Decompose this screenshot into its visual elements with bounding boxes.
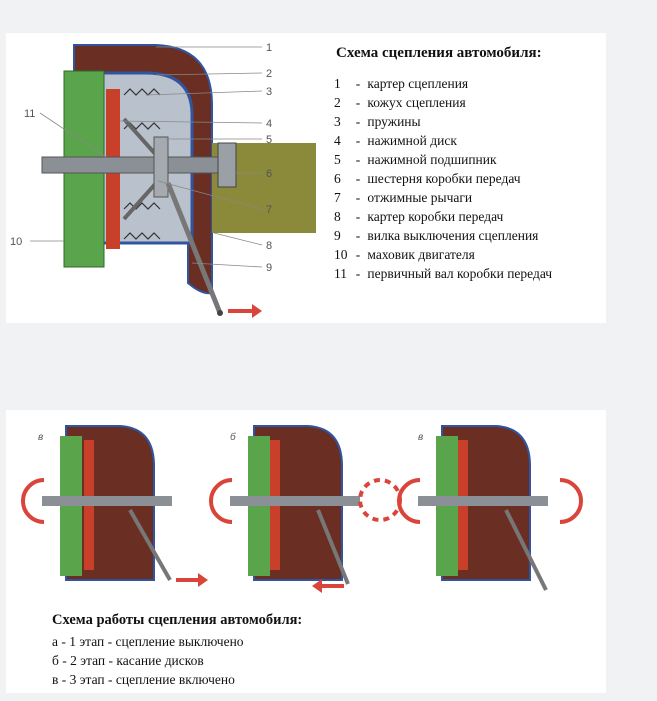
callout-4: 4: [266, 118, 272, 130]
release-fork-end: [217, 310, 223, 316]
stage-a-diagram: в: [21, 425, 208, 587]
legend-text: отжимные рычаги: [367, 190, 473, 205]
legend-dash: -: [355, 171, 361, 186]
stage-letter-a: в: [38, 432, 43, 443]
stage-letter-b: б: [230, 431, 236, 443]
legend-item: 4- нажимной диск: [334, 131, 552, 150]
legend-text: пружины: [367, 114, 421, 129]
legend-num: 11: [334, 266, 347, 281]
legend-item: 3- пружины: [334, 112, 552, 131]
clutch-diagram: 1 2 3 4 5 6 7 8 9 10 11: [10, 42, 316, 318]
legend-num: 2: [334, 95, 341, 110]
direction-arrow: [228, 304, 262, 318]
legend-dash: -: [355, 114, 361, 129]
stage-item: б - 2 этап - касание дисков: [52, 653, 204, 668]
legend-text: нажимной подшипник: [367, 152, 497, 167]
legend-item: 6- шестерня коробки передач: [334, 169, 552, 188]
bottom-title: Схема работы сцепления автомобиля:: [52, 612, 303, 628]
bottom-diagram-panel: в б в: [6, 410, 606, 693]
callout-11: 11: [24, 108, 35, 120]
legend-dash: -: [355, 190, 361, 205]
stage-a-shaft: [42, 496, 172, 506]
callout-1: 1: [266, 42, 272, 54]
legend-dash: -: [355, 152, 361, 167]
legend-dash: -: [355, 247, 361, 262]
legend-num: 6: [334, 171, 341, 186]
release-fork: [165, 182, 223, 314]
stage-b-diagram: б: [209, 425, 402, 593]
callout-3: 3: [266, 86, 272, 98]
stage-c-shaft: [418, 496, 548, 506]
stage-c-fork: [504, 509, 548, 591]
legend-num: 4: [334, 133, 341, 148]
legend-dash: -: [355, 95, 361, 110]
legend-num: 9: [334, 228, 341, 243]
release-bearing: [153, 136, 169, 198]
parts-legend: 1- картер сцепления 2- кожух сцепления 3…: [334, 74, 552, 283]
springs: [123, 88, 161, 240]
callout-5: 5: [266, 134, 272, 146]
legend-item: 1- картер сцепления: [334, 74, 552, 93]
legend-text: кожух сцепления: [367, 95, 466, 110]
legend-dash: -: [355, 209, 361, 224]
stage-a-rotation-arrow: [21, 478, 45, 524]
legend-item: 7- отжимные рычаги: [334, 188, 552, 207]
stage-c-diagram: в: [397, 425, 583, 591]
legend-num: 1: [334, 76, 341, 91]
legend-text: первичный вал коробки передач: [367, 266, 553, 281]
stage-b-rotation-arrow: [209, 478, 233, 524]
gearbox-gear: [217, 142, 237, 188]
callout-8: 8: [266, 240, 272, 252]
stage-b-shaft: [230, 496, 360, 506]
legend-num: 5: [334, 152, 341, 167]
stage-b-fork: [316, 509, 350, 585]
legend-item: 11- первичный вал коробки передач: [334, 264, 552, 283]
stage-a-fork: [128, 509, 172, 581]
stages-list: а - 1 этап - сцепление выключено б - 2 э…: [52, 632, 244, 689]
legend-num: 7: [334, 190, 341, 205]
legend-text: шестерня коробки передач: [367, 171, 521, 186]
legend-num: 3: [334, 114, 341, 129]
callout-2: 2: [266, 68, 272, 80]
legend-dash: -: [355, 266, 361, 281]
legend-dash: -: [355, 133, 361, 148]
legend-num: 10: [334, 247, 348, 262]
callout-7: 7: [266, 204, 272, 216]
callout-10: 10: [10, 236, 22, 248]
legend-item: 5- нажимной подшипник: [334, 150, 552, 169]
legend-text: нажимной диск: [367, 133, 457, 148]
top-diagram-panel: 1 2 3 4 5 6 7 8 9 10 11: [6, 33, 606, 323]
legend-text: картер сцепления: [367, 76, 469, 91]
stage-b-dashed-rotation: [358, 478, 402, 522]
stage-letter-c: в: [418, 432, 423, 443]
legend-text: маховик двигателя: [367, 247, 475, 262]
stage-b-direction-arrow: [312, 579, 344, 593]
callout-6: 6: [266, 168, 272, 180]
legend-text: картер коробки передач: [367, 209, 504, 224]
legend-item: 8- картер коробки передач: [334, 207, 552, 226]
legend-item: 10- маховик двигателя: [334, 245, 552, 264]
stage-a-direction-arrow: [176, 573, 208, 587]
release-levers: [122, 117, 160, 221]
stage-c-rotation-arrow-left: [397, 478, 421, 524]
clutch-stages-diagram: в б в: [21, 425, 583, 593]
legend-item: 9- вилка выключения сцепления: [334, 226, 552, 245]
legend-text: вилка выключения сцепления: [367, 228, 539, 243]
legend-item: 2- кожух сцепления: [334, 93, 552, 112]
top-title: Схема сцепления автомобиля:: [336, 45, 542, 61]
input-shaft: [41, 156, 233, 174]
legend-num: 8: [334, 209, 341, 224]
callout-9: 9: [266, 262, 272, 274]
stage-item: а - 1 этап - сцепление выключено: [52, 634, 244, 649]
stage-c-rotation-arrow-right: [559, 478, 583, 524]
stage-item: в - 3 этап - сцепление включено: [52, 672, 235, 687]
legend-dash: -: [355, 228, 361, 243]
legend-dash: -: [355, 76, 361, 91]
